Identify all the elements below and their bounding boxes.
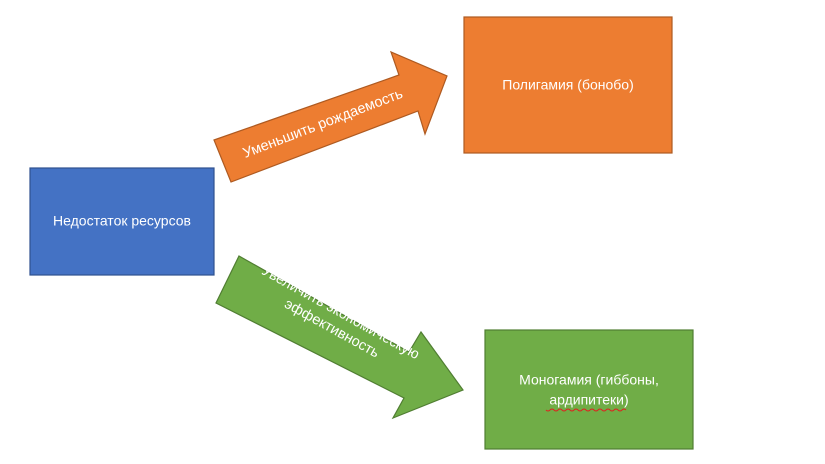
node-source-box [29, 167, 215, 276]
node-monogamy-label-line2: ардипитеки) [549, 392, 628, 408]
arrow-reduce-birthrate-shape [213, 50, 448, 183]
arrow-increase-efficiency: Увеличить экономическую эффективность [215, 255, 464, 420]
arrow-increase-efficiency-shape [215, 255, 464, 420]
node-source-label: Недостаток ресурсов [53, 213, 191, 229]
arrow-reduce-birthrate: Уменьшить рождаемость [213, 50, 448, 183]
node-monogamy: Моногамия (гиббоны, ардипитеки) [484, 329, 694, 450]
spellcheck-underline [545, 408, 627, 412]
node-monogamy-label-line1: Моногамия (гиббоны, [519, 372, 659, 388]
node-polygamy-label: Полигамия (бонобо) [502, 77, 633, 93]
node-monogamy-box [484, 329, 694, 450]
node-polygamy: Полигамия (бонобо) [463, 16, 673, 154]
node-polygamy-box [463, 16, 673, 154]
node-source: Недостаток ресурсов [29, 167, 215, 276]
